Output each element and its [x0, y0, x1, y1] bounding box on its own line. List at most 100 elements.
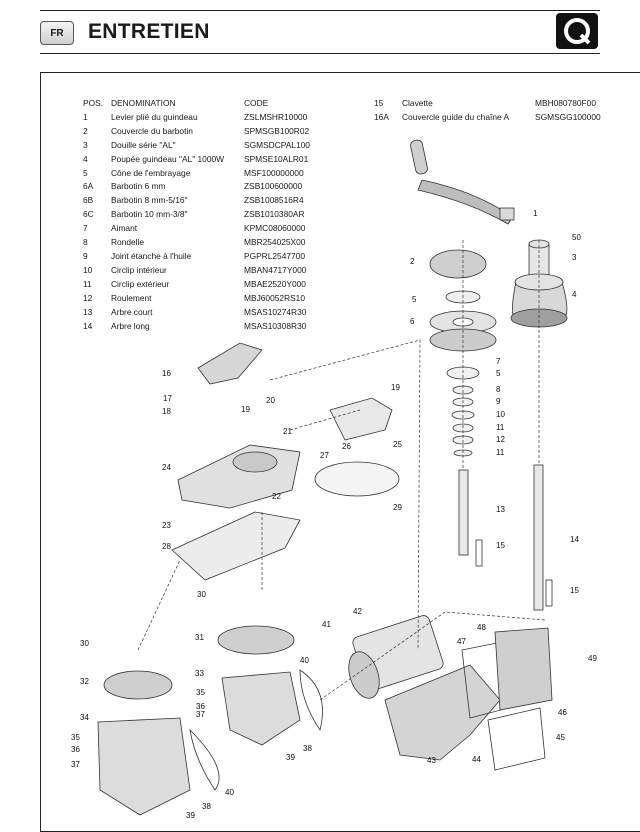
parts-pos: 12 [83, 292, 93, 303]
parts-code: SGMSGG100000 [535, 111, 601, 122]
callout-label: 40 [300, 656, 309, 665]
callout-label: 39 [286, 753, 295, 762]
callout-label: 47 [457, 637, 466, 646]
language-badge: FR [40, 21, 74, 45]
callout-label: 15 [570, 586, 579, 595]
callout-label: 39 [186, 811, 195, 820]
gypsy-cover [429, 249, 487, 279]
parts-row: 2 Couvercle du barbotin SPMSGB100R02 [83, 125, 354, 139]
callout-label: 46 [558, 708, 567, 717]
parts-code: SPMSGB100R02 [244, 125, 310, 136]
short-shaft [458, 469, 469, 556]
callout-label: 38 [202, 802, 211, 811]
top-plate [329, 397, 393, 441]
callout-label: 5 [412, 295, 417, 304]
flange-32 [103, 670, 173, 700]
callout-label: 22 [272, 492, 281, 501]
callout-label: 10 [496, 410, 505, 419]
parts-code: MBAE2520Y000 [244, 278, 306, 289]
callout-label: 34 [80, 713, 89, 722]
header-code: CODE [244, 98, 269, 108]
callout-label: 45 [556, 733, 565, 742]
callout-label: 50 [572, 233, 581, 242]
callout-label: 18 [162, 407, 171, 416]
parts-name: Aimant [111, 223, 138, 234]
callout-label: 27 [320, 451, 329, 460]
callout-label: 28 [162, 542, 171, 551]
parts-pos: 2 [83, 125, 88, 136]
callout-label: 15 [496, 541, 505, 550]
parts-pos: 1 [83, 111, 88, 122]
callout-label: 36 [196, 702, 205, 711]
gearbox-34 [97, 717, 191, 816]
parts-pos: 5 [83, 167, 88, 178]
callout-label: 35 [71, 733, 80, 742]
parts-code: ZSB1010380AR [244, 209, 305, 220]
callout-label: 14 [570, 535, 579, 544]
callout-label: 30 [80, 639, 89, 648]
capstan-drum [510, 239, 568, 328]
parts-name: Barbotin 8 mm-5/16" [111, 195, 188, 206]
callout-label: 29 [393, 503, 402, 512]
header-pos: POS. [83, 98, 104, 108]
parts-name: Couvercle guide du chaîne A [402, 111, 510, 122]
callout-label: 13 [496, 505, 505, 514]
parts-name: Barbotin 10 mm-3/8" [111, 209, 188, 220]
callout-label: 40 [225, 788, 234, 797]
callout-label: 36 [71, 745, 80, 754]
parts-name: Couvercle du barbotin [111, 125, 193, 136]
callout-label: 37 [196, 710, 205, 719]
callout-label: 23 [162, 521, 171, 530]
callout-label: 11 [496, 448, 505, 457]
callout-label: 32 [80, 677, 89, 686]
cover-46 [487, 707, 546, 771]
callout-label: 26 [342, 442, 351, 451]
callout-label: 33 [195, 669, 204, 678]
parts-name: Circlip extérieur [111, 278, 170, 289]
callout-label: 43 [427, 756, 436, 765]
parts-code: MBR254025X00 [244, 237, 306, 248]
callout-label: 31 [195, 633, 204, 642]
callout-label: 19 [241, 405, 250, 414]
callout-label: 8 [496, 385, 501, 394]
parts-code: PGPRL2547700 [244, 250, 305, 261]
parts-code: MBJ60052RS10 [244, 292, 305, 303]
parts-name: Rondelle [111, 237, 145, 248]
parts-pos: 14 [83, 320, 93, 331]
parts-name: Levier plié du guindeau [111, 111, 198, 122]
parts-name: Clavette [402, 98, 433, 108]
parts-code: MSAS10308R30 [244, 320, 307, 331]
parts-code: SGMSDCPAL100 [244, 139, 310, 150]
callout-label: 2 [410, 257, 415, 266]
page-title: ENTRETIEN [88, 20, 210, 43]
parts-pos: 7 [83, 223, 88, 234]
callout-label: 12 [496, 435, 505, 444]
parts-name: Poupée guindeau "AL" 1000W [111, 153, 225, 164]
callout-label: 30 [197, 590, 206, 599]
parts-code: MSF100000000 [244, 167, 304, 178]
parts-pos: 13 [83, 306, 93, 317]
callout-label: 42 [353, 607, 362, 616]
parts-pos: 8 [83, 237, 88, 248]
motor [348, 615, 444, 699]
callout-label: 49 [588, 654, 597, 663]
callout-label: 21 [283, 427, 292, 436]
callout-label: 5 [496, 369, 501, 378]
parts-code: MBH080780F00 [535, 98, 596, 108]
parts-pos: 9 [83, 250, 88, 261]
parts-name: Arbre long [111, 320, 150, 331]
deck-housing [177, 444, 301, 509]
header-bottom-rule [40, 53, 600, 54]
callout-label: 16 [162, 369, 171, 378]
callout-label: 44 [472, 755, 481, 764]
